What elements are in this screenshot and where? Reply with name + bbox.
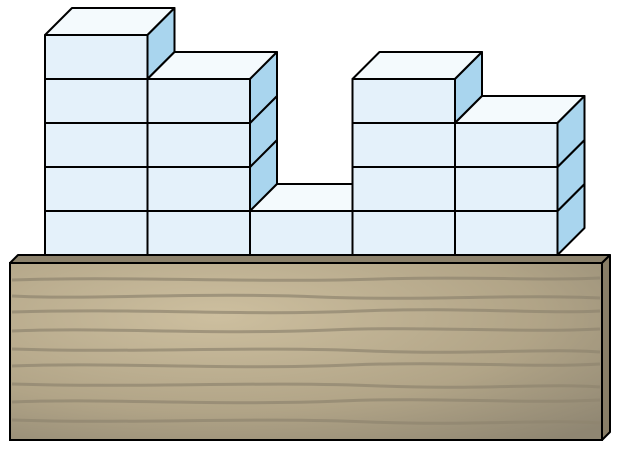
cube-front-face xyxy=(146,166,251,212)
cube-front-face xyxy=(351,210,456,256)
cube-front-face xyxy=(454,210,559,256)
board-top-face xyxy=(9,254,611,264)
wood-grain-line xyxy=(11,276,601,282)
wood-grain-line xyxy=(11,308,601,315)
wood-grain-line xyxy=(11,347,601,354)
wood-grain xyxy=(11,276,601,425)
board-side-face xyxy=(601,254,611,441)
cube-side-face xyxy=(249,51,278,124)
cube-stacks xyxy=(44,7,586,256)
cube-front-face xyxy=(351,122,456,168)
cube-front-face xyxy=(44,166,149,212)
wood-grain-line xyxy=(11,418,601,425)
cube-side-face xyxy=(556,95,586,168)
cube-front-face xyxy=(44,122,149,168)
cube-front-face xyxy=(146,210,251,256)
cube-front-face xyxy=(249,210,354,256)
cube-front-face xyxy=(351,166,456,212)
wood-grain-line xyxy=(11,327,601,334)
cube-front-face xyxy=(146,78,251,124)
cube-front-face xyxy=(44,210,149,256)
cube-front-face xyxy=(146,122,251,168)
wood-grain-line xyxy=(11,293,601,300)
cube-front-face xyxy=(351,78,456,124)
wooden-board xyxy=(9,254,611,441)
wood-grain-line xyxy=(11,398,601,405)
cube-front-face xyxy=(454,166,559,212)
wood-grain-line xyxy=(11,362,601,369)
cube-front-face xyxy=(44,34,149,80)
wood-grain-line xyxy=(11,382,601,389)
cube-front-face xyxy=(454,122,559,168)
cube-front-face xyxy=(44,78,149,124)
